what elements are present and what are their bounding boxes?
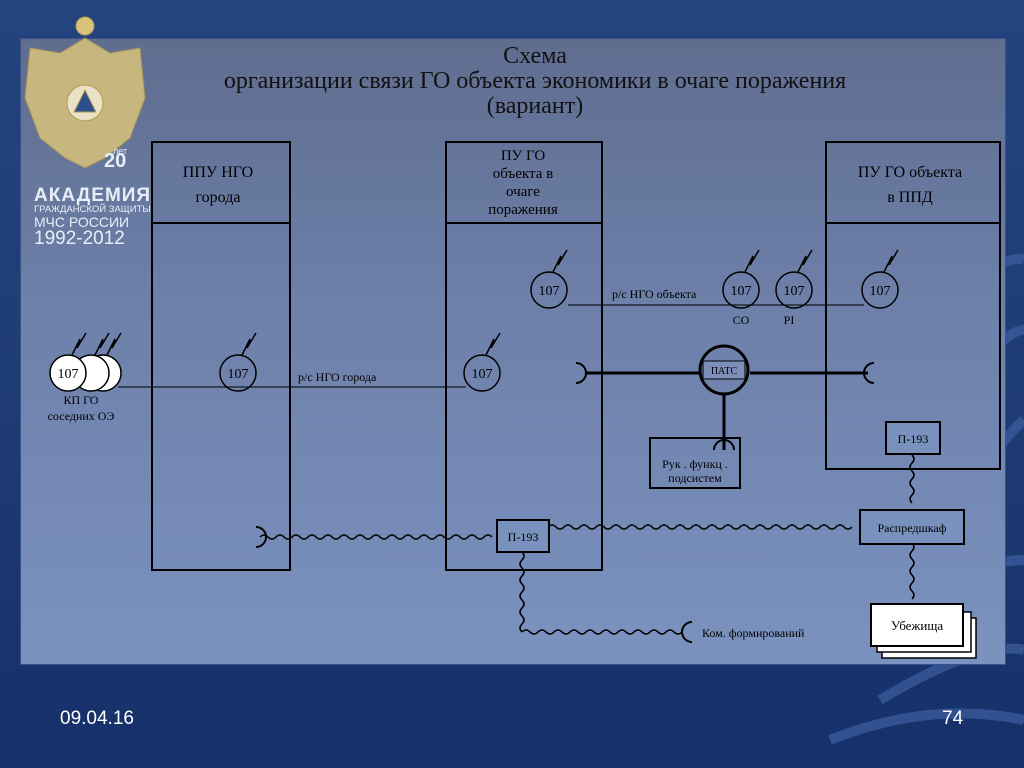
radio-station-circle xyxy=(463,354,501,392)
title-line3: (вариант) xyxy=(486,93,584,119)
p193-label-ppd: П-193 xyxy=(898,432,929,446)
kom-form-label: Ком. формирований xyxy=(702,626,805,640)
radio-station-circle xyxy=(49,354,87,392)
radio-stations: 107 107 107 107 107 107 107 xyxy=(49,249,899,392)
footer-page-number: 74 xyxy=(942,708,964,729)
emblem-eagle-icon xyxy=(24,16,146,169)
logo-line1: АКАДЕМИЯ xyxy=(34,185,152,206)
box-pu-go-ppd-line2: в ППД xyxy=(887,189,933,206)
radio-station-label: 107 xyxy=(539,284,560,299)
ubezhishcha-box xyxy=(870,603,964,647)
radio-station-circle xyxy=(722,271,760,309)
logo-line4: 1992-2012 xyxy=(34,228,125,249)
slide-title: Схема организации связи ГО объекта эконо… xyxy=(110,44,960,119)
kp-go-line2: соседних ОЭ xyxy=(48,409,115,423)
radio-station-label: 107 xyxy=(731,284,752,299)
radio-station-label: 107 xyxy=(58,367,79,382)
radio-station-circle xyxy=(775,271,813,309)
rs-ngo-goroda-label: р/с НГО города xyxy=(298,370,377,384)
co-label: СО xyxy=(733,313,750,327)
box-pu-go-ppd-line1: ПУ ГО объекта xyxy=(858,164,962,181)
logo-line3: МЧС РОССИИ xyxy=(34,214,130,230)
ubezhishcha-label: Убежища xyxy=(891,618,944,633)
box-pu-go-ochag-line1: ПУ ГО xyxy=(501,148,546,164)
antenna-icon xyxy=(485,332,501,356)
box-pu-go-ochag-line2: объекта в xyxy=(493,166,554,182)
antenna-icon xyxy=(241,332,257,356)
ruk-funk-line1: Рук . функц . xyxy=(662,457,728,471)
pats-label: ПАТС xyxy=(711,366,738,377)
logo-years: 20 xyxy=(104,150,127,172)
ruk-funk-line2: подсистем xyxy=(668,471,722,485)
rs-ngo-obekta-label: р/с НГО объекта xyxy=(612,287,697,301)
antenna-icon xyxy=(106,332,122,356)
pats-node xyxy=(698,344,750,396)
logo-years-word: лет xyxy=(113,146,128,156)
raspredshkaf-box xyxy=(859,509,965,545)
box-ppu-ngo-line2: города xyxy=(196,189,241,206)
antenna-icon xyxy=(883,249,899,273)
p193-box-ochag xyxy=(496,519,550,553)
title-line2: организации связи ГО объекта экономики в… xyxy=(223,68,847,94)
title-line1: Схема xyxy=(503,43,567,69)
radio-station-label: 107 xyxy=(228,367,249,382)
radio-station-label: 107 xyxy=(472,367,493,382)
p193-label-ochag: П-193 xyxy=(508,530,539,544)
kp-go-line1: КП ГО xyxy=(64,393,99,407)
raspredshkaf-label: Распредшкаф xyxy=(877,521,946,535)
footer-date: 09.04.16 xyxy=(60,708,134,729)
antenna-icon xyxy=(71,332,87,356)
box-ppu-ngo xyxy=(151,141,291,571)
radio-station-circle xyxy=(530,271,568,309)
antenna-icon xyxy=(552,249,568,273)
box-pu-go-ochag-line4: поражения xyxy=(488,202,558,218)
pi-label: PI xyxy=(784,313,795,327)
radio-station-circle xyxy=(219,354,257,392)
radio-station-label: 107 xyxy=(870,284,891,299)
antenna-icon xyxy=(94,332,110,356)
p193-box-ppd xyxy=(885,421,941,455)
box-ppu-ngo-line1: ППУ НГО xyxy=(183,164,253,181)
box-pu-go-ochag-line3: очаге xyxy=(506,184,540,200)
logo-line2: ГРАЖДАНСКОЙ ЗАЩИТЫ xyxy=(34,204,151,215)
antenna-icon xyxy=(744,249,760,273)
ruk-funk-box xyxy=(649,437,741,489)
radio-station-circle xyxy=(861,271,899,309)
antenna-icon xyxy=(797,249,813,273)
radio-station-label: 107 xyxy=(784,284,805,299)
